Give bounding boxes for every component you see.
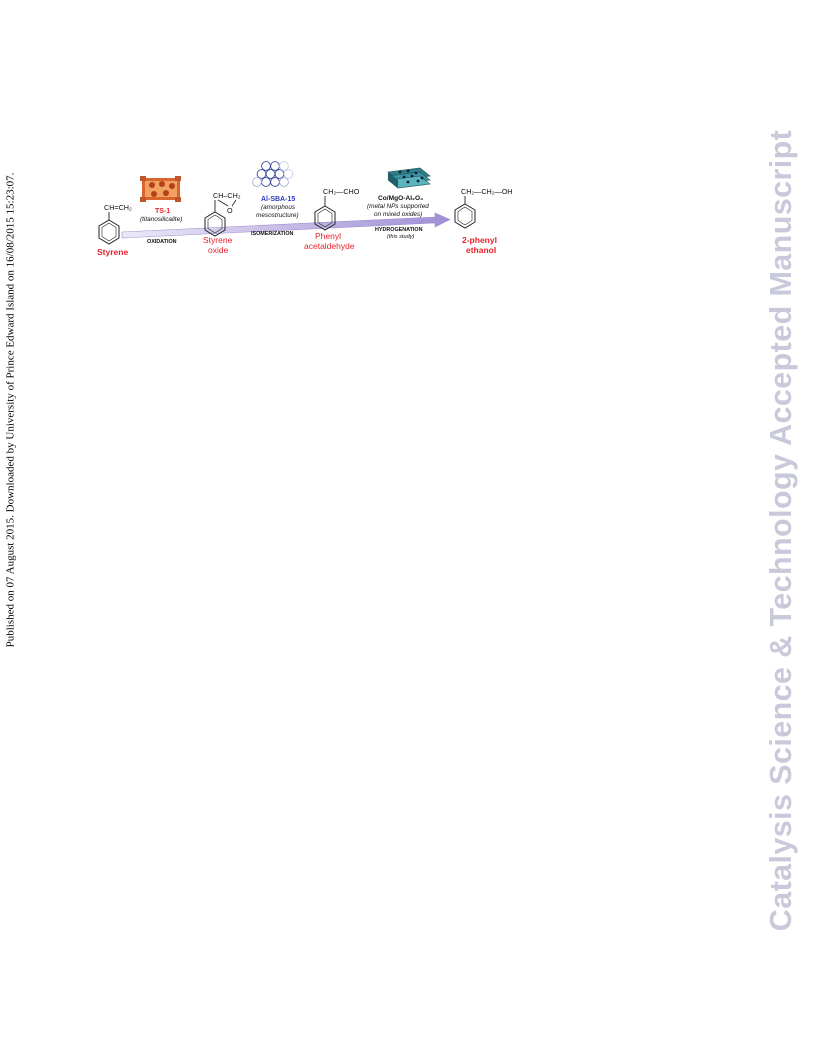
- process-arrow: [121, 212, 451, 239]
- sba15-mesostructure-image: [252, 161, 294, 187]
- ts1-catalyst-name: TS-1: [155, 208, 170, 215]
- co-mgo-al2o3-image: [387, 167, 431, 189]
- sba15-desc-2: mesostructure): [256, 212, 299, 219]
- styrene-oxide-label-1: Styrene: [203, 235, 233, 245]
- styrene-formula: CH=CH₂: [104, 203, 132, 212]
- oxidation-step-label: OXIDATION: [147, 239, 177, 245]
- journal-watermark: Catalysis Science & Technology Accepted …: [752, 110, 812, 950]
- isomerization-step-label: ISOMERIZATION: [251, 231, 294, 237]
- watermark-text: Catalysis Science & Technology Accepted …: [764, 129, 799, 931]
- co-catalyst-desc-1: (metal NPs supported: [367, 203, 429, 210]
- phenylethanol-structure: CH₂—CH₂—OH: [454, 187, 513, 229]
- co-catalyst-name: Co/MgO-Al₂O₃: [378, 195, 423, 202]
- epoxide-oxygen: O: [227, 206, 233, 215]
- phenylacetaldehyde-structure: CH₂—CHO: [314, 187, 360, 231]
- ts1-crystal-image: [140, 176, 181, 202]
- phenylethanol-formula: CH₂—CH₂—OH: [461, 187, 513, 196]
- phenylethanol-label-2: ethanol: [466, 245, 496, 255]
- phenylacetaldehyde-formula: CH₂—CHO: [323, 187, 360, 196]
- co-catalyst-desc-2: on mixed oxides): [374, 211, 422, 218]
- sba15-catalyst-name: Al-SBA-15: [261, 196, 295, 203]
- phenylethanol-label-1: 2-phenyl: [462, 235, 497, 245]
- publication-note-text: Published on 07 August 2015. Downloaded …: [4, 172, 17, 648]
- phenylacetaldehyde-label-2: acetaldehyde: [304, 241, 355, 251]
- styrene-oxide-structure: CH–CH₂ O: [204, 191, 241, 237]
- reaction-scheme: CH=CH₂ Styrene TS-1 (titanosilicalite) O…: [82, 150, 524, 266]
- phenylacetaldehyde-label-1: Phenyl: [315, 231, 341, 241]
- styrene-oxide-formula: CH–CH₂: [213, 191, 241, 200]
- ts1-catalyst-desc: (titanosilicalite): [140, 216, 182, 223]
- sba15-desc-1: (amorphous: [261, 204, 296, 211]
- styrene-label: Styrene: [97, 247, 128, 257]
- reaction-scheme-svg: CH=CH₂ Styrene TS-1 (titanosilicalite) O…: [97, 161, 513, 257]
- hydrogenation-step-label: HYDROGENATION: [375, 227, 423, 233]
- styrene-oxide-label-2: oxide: [208, 245, 229, 255]
- publication-margin-note: Published on 07 August 2015. Downloaded …: [0, 170, 20, 650]
- styrene-structure: CH=CH₂: [98, 203, 132, 245]
- this-study-note: (this study): [387, 234, 414, 240]
